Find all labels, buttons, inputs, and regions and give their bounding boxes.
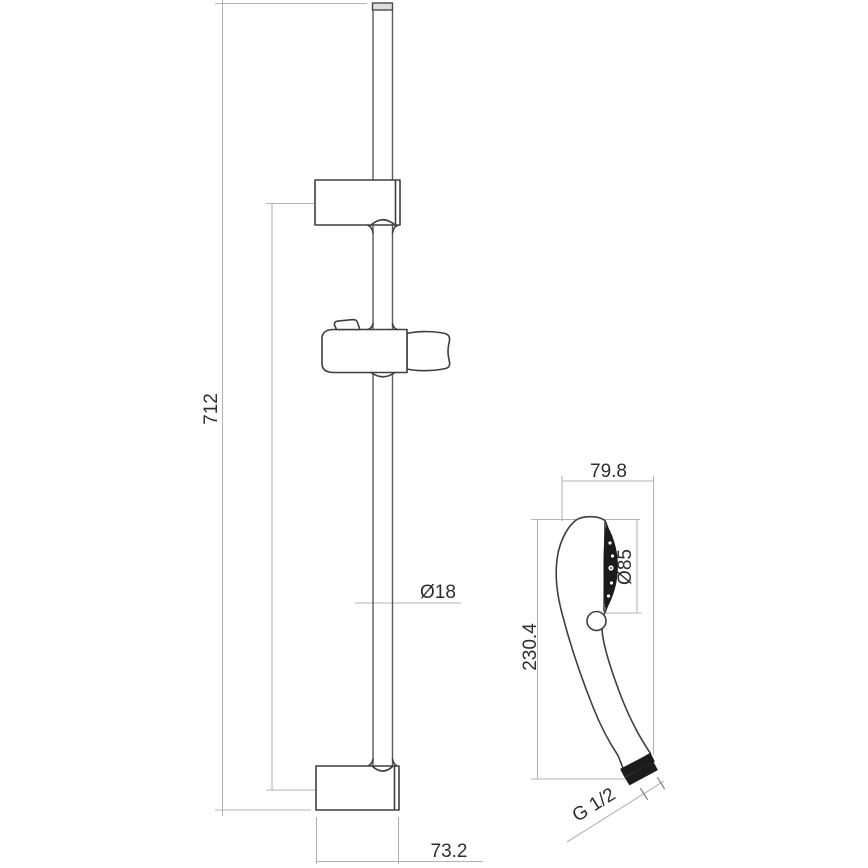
dimension-handset-width: 79.8 bbox=[561, 461, 655, 755]
top-wall-bracket bbox=[314, 179, 401, 234]
top-bracket-collar-arc bbox=[370, 218, 396, 226]
bottom-bracket-collar-arc bbox=[371, 765, 394, 772]
slider-fillet-top-left bbox=[367, 322, 374, 331]
dimension-bracket-width: 73.2 bbox=[315, 817, 483, 864]
dimension-rail-length: 712 bbox=[201, 0, 367, 816]
dim-tick-thread-1 bbox=[639, 787, 649, 801]
bottom-bracket-body bbox=[315, 765, 400, 811]
spray-nozzle-dot bbox=[609, 581, 614, 585]
dim-label-rail-length: 712 bbox=[201, 393, 222, 425]
top-bracket-fillet-right bbox=[391, 224, 399, 234]
thread-stub bbox=[624, 762, 658, 786]
shower-handset bbox=[555, 515, 658, 786]
slider-collar-arc bbox=[370, 371, 396, 378]
dimension-bracket-span bbox=[266, 202, 317, 791]
dimension-thread: G 1/2 bbox=[566, 776, 666, 843]
shower-rail-assembly bbox=[314, 2, 451, 811]
top-bracket-fillet-left bbox=[367, 224, 374, 234]
thread-collar bbox=[620, 753, 655, 778]
slider-fillet-top-right bbox=[391, 322, 398, 331]
thread-connector bbox=[620, 753, 658, 786]
dimension-face-diameter: Ø85 bbox=[604, 519, 642, 614]
dim-tick-thread-2 bbox=[656, 776, 666, 790]
dim-label-bracket-width: 73.2 bbox=[431, 841, 468, 862]
handset-outline bbox=[555, 515, 652, 771]
dim-leader-thread bbox=[566, 780, 665, 843]
handset-holder-cup bbox=[406, 330, 451, 372]
rail-top-cap bbox=[371, 2, 394, 11]
bottom-wall-bracket bbox=[315, 758, 400, 811]
slider-assembly bbox=[321, 318, 451, 378]
dim-label-handset-width: 79.8 bbox=[590, 461, 627, 482]
slider-body bbox=[321, 328, 408, 374]
top-bracket-body bbox=[314, 179, 401, 226]
spray-center-dot bbox=[610, 567, 612, 569]
bottom-bracket-fillet-left bbox=[367, 758, 374, 767]
spray-nozzle-dot bbox=[608, 541, 612, 545]
spray-nozzle-dot bbox=[610, 554, 615, 558]
spray-nozzle-dot bbox=[606, 594, 611, 598]
dimension-rail-diameter: Ø18 bbox=[355, 582, 461, 604]
slider-lock-button bbox=[333, 318, 361, 331]
dim-label-face-diameter: Ø85 bbox=[615, 549, 636, 585]
dim-label-handset-length: 230.4 bbox=[520, 623, 541, 671]
diverter-knob bbox=[586, 610, 607, 632]
dim-label-thread: G 1/2 bbox=[569, 784, 620, 826]
dim-label-rail-diameter: Ø18 bbox=[420, 582, 456, 603]
